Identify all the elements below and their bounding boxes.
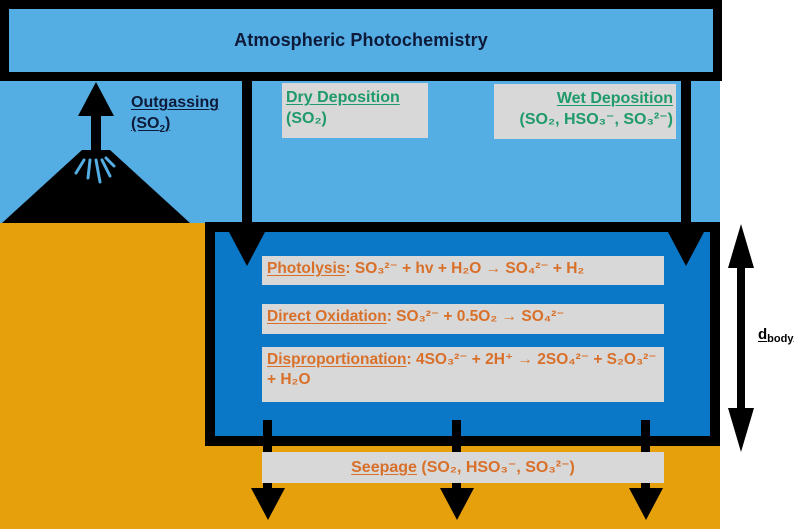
diagram-title: Atmospheric Photochemistry [234, 30, 488, 50]
seepage-arrow-head-icon [629, 488, 663, 520]
reaction-name: Photolysis [267, 260, 346, 277]
reaction-disproportionation: Disproportionation: 4SO₃²⁻ + 2H⁺ → 2SO₄²… [262, 347, 664, 402]
dry-deposition-label: Dry Deposition (SO₂) [282, 83, 428, 138]
seepage-arrow-head-icon [440, 488, 474, 520]
dry-deposition-title: Dry Deposition [286, 89, 400, 106]
reaction-name: Direct Oxidation [267, 308, 387, 325]
dry-deposition-species: (SO₂) [286, 110, 327, 127]
wet-deposition-arrow-head-icon [668, 232, 704, 266]
wet-deposition-species: (SO₂, HSO₃⁻, SO₃²⁻) [519, 111, 673, 128]
reaction-name: Disproportionation [267, 351, 407, 368]
outgassing-label: Outgassing (SO2) [131, 92, 220, 136]
dry-deposition-arrow-shaft [242, 78, 252, 236]
wet-deposition-label: Wet Deposition (SO₂, HSO₃⁻, SO₃²⁻) [494, 84, 676, 139]
seepage-arrow-head-icon [251, 488, 285, 520]
outgassing-title: Outgassing [131, 94, 220, 111]
reaction-equation: : 4SO₃²⁻ + 2H⁺ → 2SO₄²⁻ + S₂O₃²⁻ + H₂O [267, 351, 657, 388]
reaction-photolysis: Photolysis: SO₃²⁻ + hv + H₂O → SO₄²⁻ + H… [262, 256, 664, 285]
dry-deposition-arrow-head-icon [229, 232, 265, 266]
depth-label-text: dbody [758, 326, 794, 345]
wet-deposition-arrow-shaft [681, 78, 691, 236]
outgassing-species: (SO2) [131, 115, 171, 136]
reaction-equation: : SO₃²⁻ + 0.5O₂ → SO₄²⁻ [386, 308, 565, 325]
depth-double-arrow-icon [728, 224, 754, 452]
atmospheric-photochemistry-box: Atmospheric Photochemistry [0, 0, 722, 81]
reaction-equation: : SO₃²⁻ + hv + H₂O → SO₄²⁻ + H₂ [345, 260, 585, 277]
seepage-label: Seepage (SO₂, HSO₃⁻, SO₃²⁻) [262, 452, 664, 483]
depth-label: dbody [758, 326, 793, 345]
volcano-icon [2, 82, 190, 223]
seepage-species: (SO₂, HSO₃⁻, SO₃²⁻) [416, 459, 575, 476]
seepage-title: Seepage [351, 459, 417, 476]
reaction-direct-oxidation: Direct Oxidation: SO₃²⁻ + 0.5O₂ → SO₄²⁻ [262, 304, 664, 334]
wet-deposition-title: Wet Deposition [556, 90, 673, 107]
